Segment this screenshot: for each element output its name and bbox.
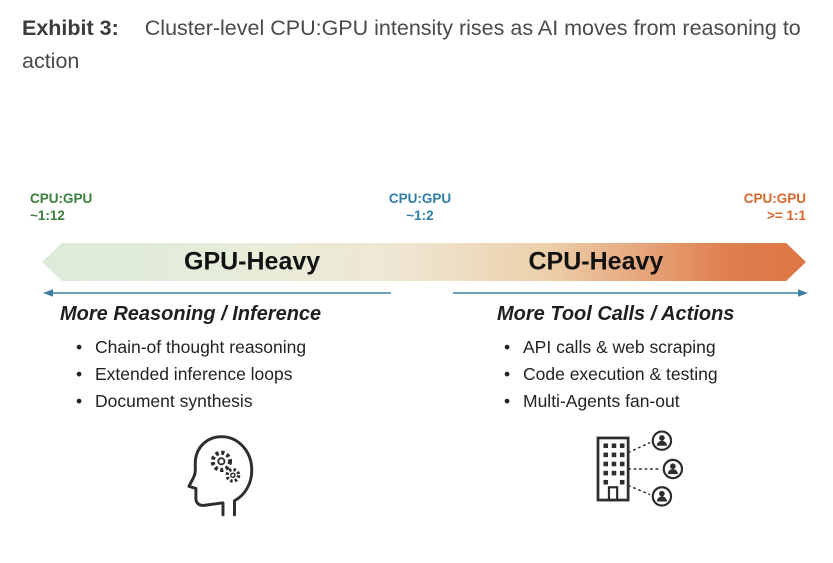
ratio-left-value: ~1:12 xyxy=(30,207,65,223)
ratio-label-center: CPU:GPU ~1:2 xyxy=(389,191,451,225)
exhibit-number: Exhibit 3: xyxy=(22,16,119,40)
list-item: Chain-of thought reasoning xyxy=(76,334,306,361)
list-item: API calls & web scraping xyxy=(504,334,718,361)
gpu-heavy-label: GPU-Heavy xyxy=(184,247,321,276)
multi-agent-icon xyxy=(580,426,700,512)
right-range-arrow xyxy=(453,289,808,297)
ratio-right-value: >= 1:1 xyxy=(766,207,806,223)
list-item: Extended inference loops xyxy=(76,361,306,388)
right-column-heading: More Tool Calls / Actions xyxy=(497,303,735,325)
gpu-cpu-spectrum-arrow: GPU-Heavy CPU-Heavy xyxy=(42,243,806,281)
ratio-label-right: CPU:GPU >= 1:1 xyxy=(744,191,806,225)
list-item: Code execution & testing xyxy=(504,361,718,388)
cpu-heavy-label: CPU-Heavy xyxy=(528,247,664,276)
list-item: Document synthesis xyxy=(76,388,306,415)
ratio-center-caption: CPU:GPU xyxy=(388,191,452,206)
ratio-right-caption: CPU:GPU xyxy=(743,191,806,206)
ratio-left-caption: CPU:GPU xyxy=(30,191,93,206)
list-item: Multi-Agents fan-out xyxy=(504,388,718,415)
left-column-heading: More Reasoning / Inference xyxy=(60,303,322,325)
exhibit-title: Exhibit 3:Cluster-level CPU:GPU intensit… xyxy=(22,12,817,79)
left-range-arrow xyxy=(43,289,391,297)
thinking-head-icon xyxy=(168,426,278,518)
ratio-center-value: ~1:2 xyxy=(406,207,434,223)
exhibit-title-text: Cluster-level CPU:GPU intensity rises as… xyxy=(22,16,801,74)
left-bullet-list: Chain-of thought reasoning Extended infe… xyxy=(76,334,306,415)
ratio-label-left: CPU:GPU ~1:12 xyxy=(30,191,92,225)
right-bullet-list: API calls & web scraping Code execution … xyxy=(504,334,718,415)
